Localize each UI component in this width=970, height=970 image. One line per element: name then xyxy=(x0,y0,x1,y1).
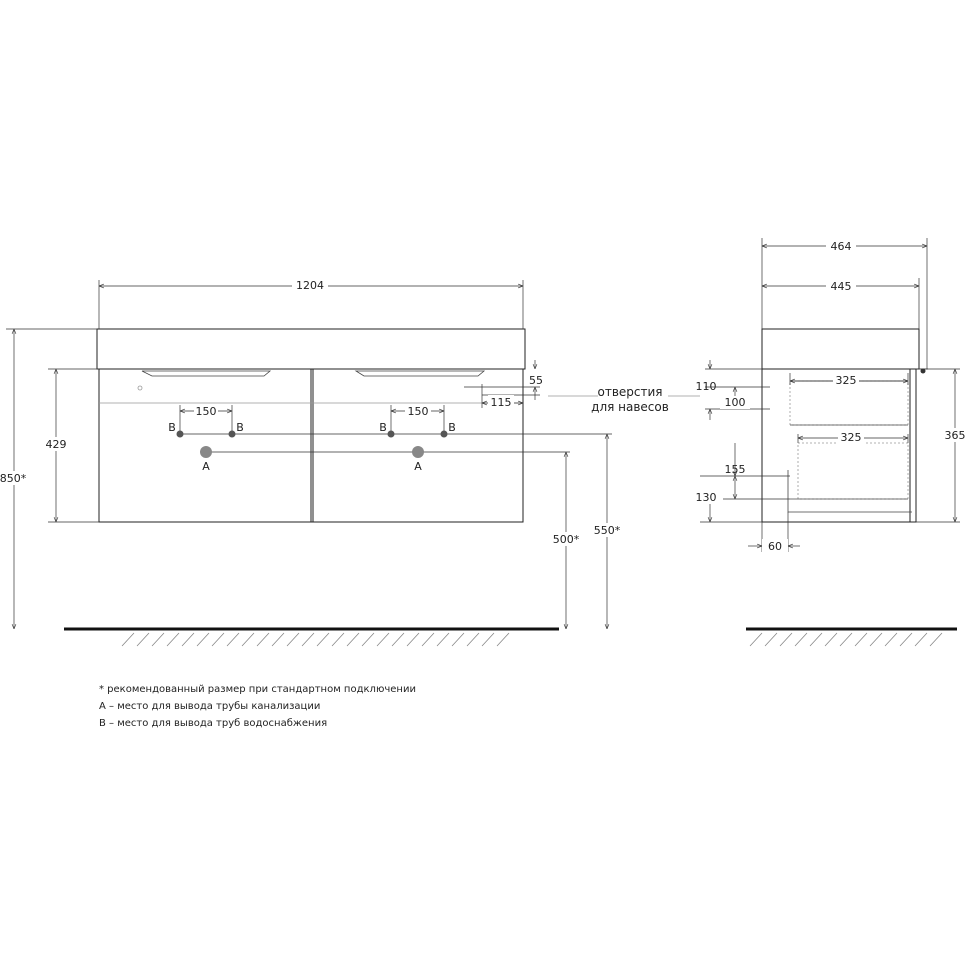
hatch-line xyxy=(136,632,150,647)
dim-1204: 1204 xyxy=(296,279,324,292)
drawer-top xyxy=(789,380,909,426)
hatch-line xyxy=(779,632,793,647)
label-a-1: A xyxy=(202,460,210,473)
hatch-line xyxy=(166,632,180,647)
note-recommended: * рекомендованный размер при стандартном… xyxy=(99,684,416,695)
hatch-line xyxy=(869,632,883,647)
dim-130: 130 xyxy=(696,491,717,504)
dim-550: 550* xyxy=(594,524,621,537)
hatch-line xyxy=(241,632,255,647)
dim-325-bottom: 325 xyxy=(841,431,862,444)
hatch-line xyxy=(391,632,405,647)
hatch-line xyxy=(361,632,375,647)
dim-115: 115 xyxy=(491,396,512,409)
side-body xyxy=(761,368,917,523)
dim-365: 365 xyxy=(945,429,966,442)
note-b: В – место для вывода труб водоснабжения xyxy=(99,718,328,729)
dim-445: 445 xyxy=(831,280,852,293)
dim-60: 60 xyxy=(768,540,782,553)
hatch-line xyxy=(226,632,240,647)
label-b-2: B xyxy=(236,421,244,434)
dim-100: 100 xyxy=(725,396,746,409)
hatch-line xyxy=(271,632,285,647)
hatch-line xyxy=(809,632,823,647)
hatch-line xyxy=(406,632,420,647)
label-b-3: B xyxy=(379,421,387,434)
pipe-b-3 xyxy=(387,430,395,438)
hatch-line xyxy=(749,632,763,647)
washbasin-top xyxy=(96,328,526,370)
dim-464: 464 xyxy=(831,240,852,253)
hatch-line xyxy=(929,632,943,647)
hatch-line xyxy=(914,632,928,647)
side-view: 464 445 325 325 110 100 365 xyxy=(693,238,969,647)
hatch-line xyxy=(764,632,778,647)
pipe-b-4 xyxy=(440,430,448,438)
hatch-line xyxy=(181,632,195,647)
hatch-line xyxy=(496,632,510,647)
drawer-bottom xyxy=(797,442,909,500)
pipe-a-2 xyxy=(412,446,424,458)
hatch-line xyxy=(346,632,360,647)
floor-hatch-front xyxy=(121,632,510,647)
hatch-line xyxy=(196,632,210,647)
hatch-line xyxy=(451,632,465,647)
hanging-note-line1: отверстия xyxy=(597,385,662,399)
hatch-line xyxy=(331,632,345,647)
dim-325-top: 325 xyxy=(836,374,857,387)
pipe-a-1 xyxy=(200,446,212,458)
hatch-line xyxy=(151,632,165,647)
hatch-line xyxy=(466,632,480,647)
notes: * рекомендованный размер при стандартном… xyxy=(99,681,416,732)
dim-429: 429 xyxy=(46,438,67,451)
hatch-line xyxy=(824,632,838,647)
pipe-b-1 xyxy=(176,430,184,438)
hatch-line xyxy=(376,632,390,647)
front-view: 1204 850* 429 150 150 B B xyxy=(0,278,624,647)
handle-right xyxy=(354,370,486,377)
hatch-line xyxy=(121,632,135,647)
hatch-line xyxy=(436,632,450,647)
dim-110: 110 xyxy=(696,380,717,393)
hatch-line xyxy=(211,632,225,647)
dim-150-right: 150 xyxy=(408,405,429,418)
pipe-b-2 xyxy=(228,430,236,438)
dim-500: 500* xyxy=(553,533,580,546)
hatch-line xyxy=(316,632,330,647)
hatch-line xyxy=(839,632,853,647)
hatch-line xyxy=(301,632,315,647)
hatch-line xyxy=(854,632,868,647)
label-b-4: B xyxy=(448,421,456,434)
hatch-line xyxy=(286,632,300,647)
hatch-line xyxy=(884,632,898,647)
handle-left xyxy=(141,370,272,377)
hatch-line xyxy=(256,632,270,647)
small-hole xyxy=(137,385,143,391)
hanging-note-line2: для навесов xyxy=(591,400,669,414)
side-top xyxy=(761,328,920,370)
dim-150-left: 150 xyxy=(196,405,217,418)
label-b-1: B xyxy=(168,421,176,434)
dim-155: 155 xyxy=(725,463,746,476)
dim-55: 55 xyxy=(529,374,543,387)
dim-850: 850* xyxy=(0,472,27,485)
hatch-line xyxy=(421,632,435,647)
label-a-2: A xyxy=(414,460,422,473)
hatch-line xyxy=(481,632,495,647)
hatch-line xyxy=(794,632,808,647)
hatch-line xyxy=(899,632,913,647)
floor-hatch-side xyxy=(749,632,943,647)
note-a: А – место для вывода трубы канализации xyxy=(99,701,321,712)
